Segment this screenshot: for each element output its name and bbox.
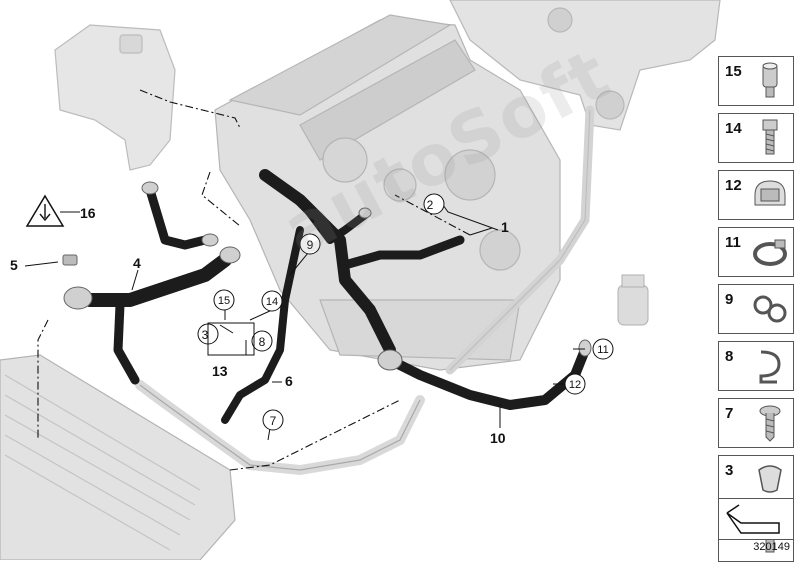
callout-13-bracket [207, 322, 255, 356]
callout-circles [197, 193, 614, 431]
navigation-arrow-button[interactable] [718, 498, 794, 540]
callout-14: 14 [266, 296, 278, 308]
callout-5: 5 [10, 257, 18, 273]
callout-12: 12 [569, 379, 581, 391]
callout-10: 10 [490, 430, 506, 446]
callout-11: 11 [597, 344, 608, 356]
callout-8: 8 [259, 335, 266, 349]
part-cell-11: 11 [718, 227, 794, 277]
callout-6: 6 [285, 373, 293, 389]
callout-labels: 1 2 3 4 5 6 7 8 9 10 11 12 13 14 15 16 [10, 198, 609, 446]
part-number: 11 [725, 234, 741, 251]
part-number: 3 [725, 462, 734, 479]
radiator [0, 354, 236, 560]
clip-icon [758, 465, 782, 493]
part-number: 9 [725, 291, 734, 308]
expansion-tank [54, 24, 176, 171]
reference-number: 320149 [753, 541, 790, 553]
screw-icon [759, 405, 781, 442]
part-cell-7: 7 [718, 398, 794, 448]
part-number: 12 [725, 177, 742, 194]
warning-triangle-icon [25, 194, 65, 227]
part-cell-9: 9 [718, 284, 794, 334]
part-cell-15: 15 [718, 56, 794, 106]
callout-3: 3 [202, 328, 209, 342]
hoses [83, 169, 590, 424]
callout-9: 9 [307, 238, 314, 252]
callout-4: 4 [133, 255, 141, 271]
engine-block [214, 14, 561, 371]
callout-7: 7 [270, 414, 277, 428]
spring-clip-icon [754, 180, 786, 206]
transmission [449, 0, 721, 131]
part-number: 14 [725, 120, 742, 137]
part-cell-8: 8 [718, 341, 794, 391]
plug-bolt-icon [762, 62, 778, 98]
callout-13: 13 [212, 363, 228, 379]
double-clip-icon [753, 295, 787, 323]
callout-2: 2 [427, 198, 434, 212]
part-number: 7 [725, 405, 734, 422]
leader-lines [24, 204, 585, 441]
hose-clamp-icon [753, 239, 787, 266]
part-cell-14: 14 [718, 113, 794, 163]
arrow-icon [726, 504, 780, 534]
holder-clip-icon [759, 350, 781, 384]
dashed-leaders [37, 89, 401, 471]
part-cell-3: 3 [718, 455, 794, 505]
temperature-sensor [62, 254, 78, 266]
dashed-leaders-right [394, 194, 471, 236]
callout-16: 16 [80, 205, 96, 221]
hex-bolt-icon [762, 119, 778, 155]
part-number: 8 [725, 348, 734, 365]
callout-15: 15 [218, 295, 230, 307]
auxiliary-pump [617, 274, 649, 326]
parts-legend: 15 14 12 11 9 8 7 3 2 [718, 56, 796, 569]
part-cell-12: 12 [718, 170, 794, 220]
part-number: 15 [725, 63, 742, 80]
hose-fittings [63, 181, 592, 371]
callout-1: 1 [501, 219, 509, 235]
